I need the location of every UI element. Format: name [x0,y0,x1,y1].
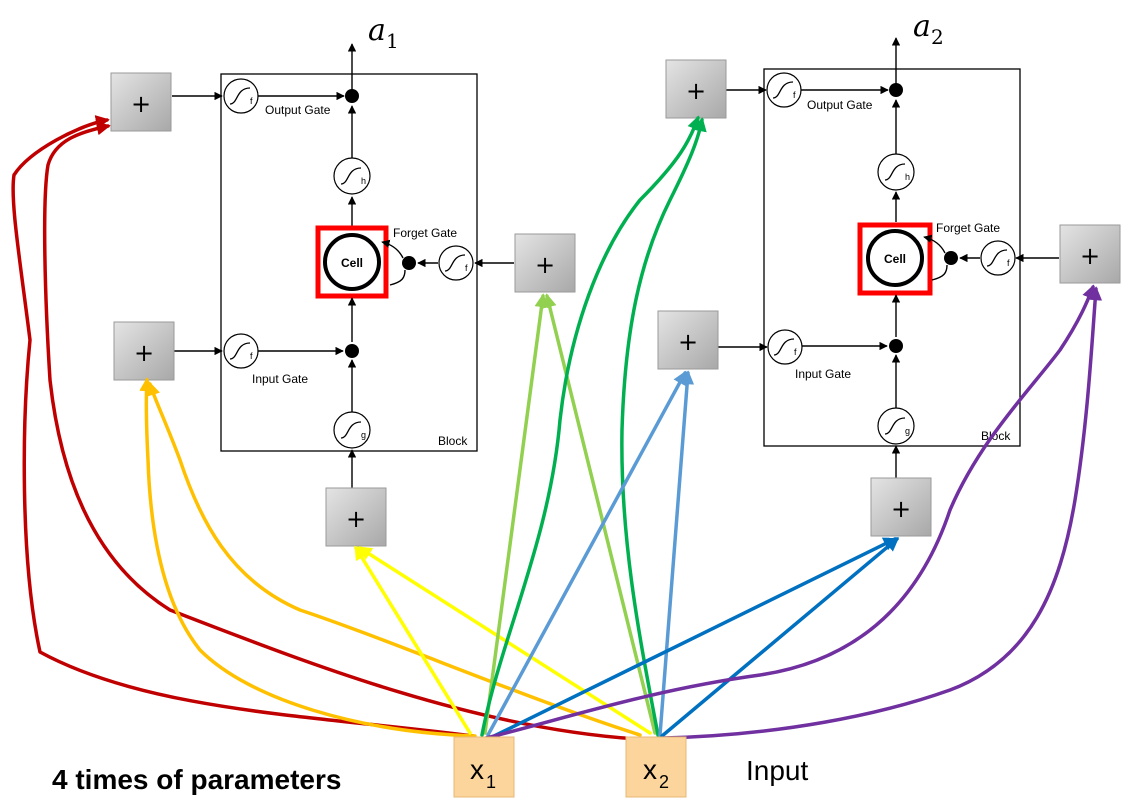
input-box-x1: x 1 [453,736,515,798]
svg-text:a: a [913,9,931,44]
cell-highlight [857,222,933,296]
plus-box-input-gate-2: + [657,310,719,370]
svg-text:g: g [361,430,366,440]
svg-text:1: 1 [486,772,496,792]
input-multiplier [889,339,903,353]
sigmoid-icon [884,163,906,181]
wire-x2-forget-gate-2 [662,286,1103,740]
cell-highlight [315,225,389,299]
input-gate-label: Input Gate [252,372,308,386]
caption: 4 times of parameters [52,764,341,795]
plus-icon: + [346,505,366,533]
plus-icon: + [134,339,154,367]
input-gate-sigmoid: f [223,333,259,369]
sigmoid-icon [773,338,795,356]
plus-icon: + [891,495,911,523]
wire-x2-forget-gate-1 [542,293,657,735]
wire-x1-cell-input-2 [488,537,898,740]
forget-multiplier [402,256,416,270]
input-gate-label: Input Gate [795,367,851,381]
svg-text:1: 1 [386,29,399,53]
h-activation: h [333,157,371,195]
svg-text:2: 2 [659,772,669,792]
wire-x1-forget-gate-1 [483,293,549,735]
input-box-x2: x 2 [625,736,687,798]
wire-x1-forget-gate-2 [484,284,1096,740]
svg-text:x: x [643,754,657,785]
wire-x1-input-gate-1 [139,377,477,738]
plus-icon: + [686,77,706,105]
svg-text:x: x [470,754,484,785]
svg-text:2: 2 [931,25,944,49]
cell-node [866,229,924,287]
sigmoid-icon [772,81,794,99]
wire-x1-output-gate-2 [480,115,701,737]
wire-x1-input-gate-2 [486,370,687,737]
sigmoid-icon [229,87,251,105]
wire-x2-output-gate-2 [620,117,707,737]
svg-text:f: f [465,263,468,273]
plus-box-cell-input-1: + [325,487,387,547]
svg-text:h: h [361,176,366,186]
forget-gate-sigmoid: f [980,240,1016,276]
wire-x1-output-gate-1 [11,115,475,738]
output-multiplier [889,83,903,97]
sigmoid-icon [340,167,362,185]
forget-gate-sigmoid: f [438,245,474,281]
output-gate-sigmoid: f [766,72,802,108]
plus-box-cell-input-2: + [870,477,932,537]
svg-text:f: f [793,90,796,100]
plus-icon: + [1080,242,1100,270]
wire-x2-input-gate-2 [658,370,695,737]
wire-x2-input-gate-1 [146,381,642,737]
output-label-a1: a 1 [368,13,399,53]
sigmoid-icon [986,249,1008,267]
plus-icon: + [678,328,698,356]
output-gate-label: Output Gate [265,103,331,117]
wire-x2-output-gate-1 [42,121,639,741]
input-gate-sigmoid: f [767,329,803,365]
plus-box-forget-gate-2: + [1059,224,1121,284]
sigmoid-icon [444,254,466,272]
svg-text:h: h [905,172,910,182]
wire-x2-cell-input-1 [357,546,652,735]
plus-box-forget-gate-1: + [514,233,576,293]
cell-label: Cell [341,256,363,270]
sigmoid-icon [229,342,251,360]
cell-label: Cell [884,252,906,266]
output-gate-label: Output Gate [807,98,873,112]
output-multiplier [345,89,359,103]
svg-text:f: f [250,96,253,106]
svg-text:f: f [1007,258,1010,268]
svg-text:f: f [794,347,797,357]
h-activation: h [877,153,915,191]
output-label-a2: a 2 [913,9,944,49]
sigmoid-icon [884,417,906,435]
block-label: Block [438,434,468,448]
lstm-block-1: Block a 1 f Output Gate h Cell Forget Ga… [172,13,514,488]
plus-icon: + [131,90,151,118]
wire-x2-cell-input-2 [660,537,900,738]
plus-box-input-gate-1: + [113,321,175,381]
input-label: Input [746,755,808,786]
input-multiplier [345,344,359,358]
g-activation: g [877,407,915,445]
plus-box-output-gate-1: + [110,72,172,132]
plus-icon: + [535,251,555,279]
wire-x1-cell-input-1 [354,545,472,735]
svg-text:a: a [368,13,386,48]
svg-text:f: f [250,351,253,361]
svg-text:g: g [905,426,910,436]
lstm-block-2: Block a 2 f Output Gate h Cell Forget Ga… [718,9,1059,478]
sigmoid-icon [340,421,362,439]
forget-gate-label: Forget Gate [393,226,457,240]
g-activation: g [333,411,371,449]
cell-node [323,233,381,291]
output-gate-sigmoid: f [223,78,259,114]
forget-gate-label: Forget Gate [936,221,1000,235]
plus-box-output-gate-2: + [665,59,727,119]
forget-multiplier [944,251,958,265]
